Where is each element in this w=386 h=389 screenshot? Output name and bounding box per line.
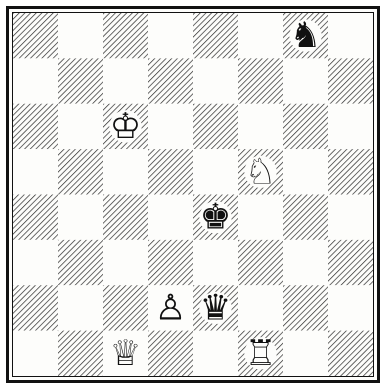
square-h1[interactable] — [328, 331, 373, 376]
square-d7[interactable] — [148, 58, 193, 103]
square-f7[interactable] — [238, 58, 283, 103]
square-e5[interactable] — [193, 149, 238, 194]
square-c3[interactable] — [103, 240, 148, 285]
square-b2[interactable] — [58, 285, 103, 330]
square-a7[interactable] — [13, 58, 58, 103]
square-b3[interactable] — [58, 240, 103, 285]
square-h2[interactable] — [328, 285, 373, 330]
square-e8[interactable] — [193, 13, 238, 58]
square-d6[interactable] — [148, 104, 193, 149]
square-c5[interactable] — [103, 149, 148, 194]
square-g2[interactable] — [283, 285, 328, 330]
square-a3[interactable] — [13, 240, 58, 285]
square-a6[interactable] — [13, 104, 58, 149]
black-king[interactable]: ♚ — [200, 197, 232, 238]
square-a1[interactable] — [13, 331, 58, 376]
square-b4[interactable] — [58, 195, 103, 240]
white-knight[interactable]: ♘ — [245, 151, 277, 192]
square-e3[interactable] — [193, 240, 238, 285]
square-f8[interactable] — [238, 13, 283, 58]
square-e1[interactable] — [193, 331, 238, 376]
square-c8[interactable] — [103, 13, 148, 58]
square-g4[interactable] — [283, 195, 328, 240]
square-b5[interactable] — [58, 149, 103, 194]
square-b6[interactable] — [58, 104, 103, 149]
white-pawn[interactable]: ♙ — [155, 287, 187, 328]
square-b1[interactable] — [58, 331, 103, 376]
white-king[interactable]: ♔ — [110, 106, 142, 147]
square-g5[interactable] — [283, 149, 328, 194]
square-d8[interactable] — [148, 13, 193, 58]
square-c4[interactable] — [103, 195, 148, 240]
square-f6[interactable] — [238, 104, 283, 149]
square-f3[interactable] — [238, 240, 283, 285]
square-h7[interactable] — [328, 58, 373, 103]
square-a8[interactable] — [13, 13, 58, 58]
square-h4[interactable] — [328, 195, 373, 240]
square-c2[interactable] — [103, 285, 148, 330]
square-h6[interactable] — [328, 104, 373, 149]
square-h3[interactable] — [328, 240, 373, 285]
square-b7[interactable] — [58, 58, 103, 103]
square-c7[interactable] — [103, 58, 148, 103]
white-rook[interactable]: ♖ — [245, 333, 277, 374]
square-g7[interactable] — [283, 58, 328, 103]
square-g1[interactable] — [283, 331, 328, 376]
square-a4[interactable] — [13, 195, 58, 240]
square-d3[interactable] — [148, 240, 193, 285]
square-a5[interactable] — [13, 149, 58, 194]
square-e7[interactable] — [193, 58, 238, 103]
square-f2[interactable] — [238, 285, 283, 330]
square-d1[interactable] — [148, 331, 193, 376]
square-g6[interactable] — [283, 104, 328, 149]
chess-board: ♞ ♔ ♘ ♚ ♙ ♛ ♕ ♖ — [12, 12, 374, 377]
black-queen[interactable]: ♛ — [200, 287, 232, 328]
square-d4[interactable] — [148, 195, 193, 240]
square-d5[interactable] — [148, 149, 193, 194]
black-knight[interactable]: ♞ — [290, 15, 322, 56]
square-f4[interactable] — [238, 195, 283, 240]
white-queen[interactable]: ♕ — [110, 333, 142, 374]
square-a2[interactable] — [13, 285, 58, 330]
square-e6[interactable] — [193, 104, 238, 149]
chess-board-grid: ♞ ♔ ♘ ♚ ♙ ♛ ♕ ♖ — [13, 13, 373, 376]
chess-board-frame: ♞ ♔ ♘ ♚ ♙ ♛ ♕ ♖ — [6, 6, 380, 383]
square-g3[interactable] — [283, 240, 328, 285]
square-h8[interactable] — [328, 13, 373, 58]
square-b8[interactable] — [58, 13, 103, 58]
square-h5[interactable] — [328, 149, 373, 194]
